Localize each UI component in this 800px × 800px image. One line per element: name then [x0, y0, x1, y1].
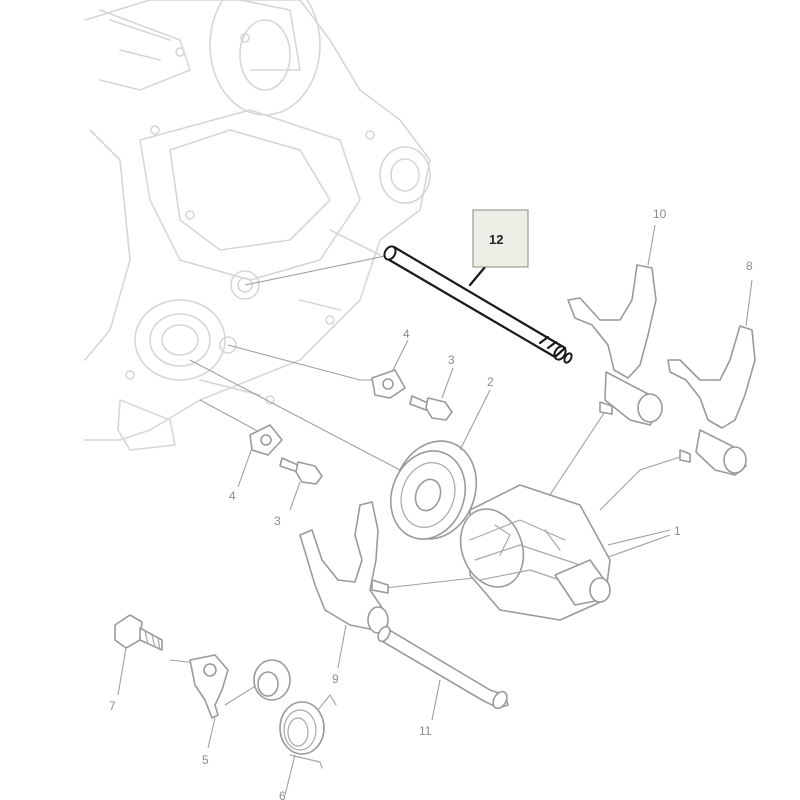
part-number-4: 4	[403, 327, 410, 341]
bolt-7	[114, 614, 163, 696]
part-number-7: 7	[109, 699, 116, 713]
crankcase-outline	[84, 0, 431, 451]
part-number-5: 5	[202, 753, 209, 767]
shaft-11	[377, 625, 509, 721]
shift-fork-8	[667, 279, 756, 476]
stopper-plate-4-lower	[237, 424, 283, 488]
part-number-4: 4	[229, 489, 236, 503]
part-number-labels: 10 8 4 3 2 4 3 1 7 9 5 11 6	[109, 207, 753, 800]
leader-lines	[169, 254, 687, 706]
part-number-3: 3	[274, 514, 281, 528]
callout-number: 12	[489, 232, 503, 247]
part-number-2: 2	[487, 375, 494, 389]
bearing-2	[390, 389, 491, 540]
lever-5	[189, 654, 229, 749]
bolt-3-upper	[409, 367, 454, 421]
roller	[253, 659, 291, 701]
callout-12[interactable]: 12	[472, 209, 529, 268]
part-number-3: 3	[448, 353, 455, 367]
callout-box[interactable]	[472, 209, 529, 268]
part-number-10: 10	[653, 207, 667, 221]
part-number-9: 9	[332, 672, 339, 686]
bolt-3-lower	[279, 457, 323, 511]
shift-fork-10	[567, 224, 663, 426]
part-number-8: 8	[746, 259, 753, 273]
shift-fork-9	[299, 501, 389, 669]
torsion-spring-6	[279, 694, 337, 796]
part-number-11: 11	[419, 724, 432, 738]
shift-drum-1	[459, 484, 671, 621]
shaft-12	[383, 245, 573, 364]
part-number-1: 1	[674, 524, 681, 538]
part-number-6: 6	[279, 789, 286, 800]
stopper-plate-4-upper	[371, 339, 409, 399]
